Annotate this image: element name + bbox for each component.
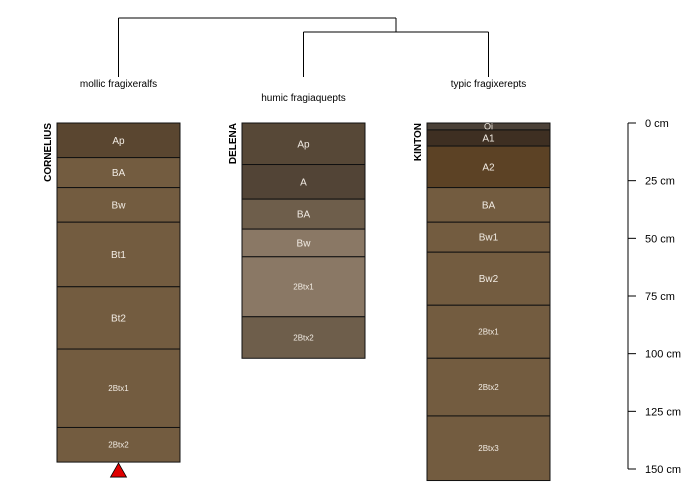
horizon xyxy=(56,221,181,288)
horizon xyxy=(241,316,366,359)
horizon xyxy=(426,187,551,223)
horizon xyxy=(426,357,551,417)
horizon xyxy=(426,251,551,306)
depth-tick-label: 50 cm xyxy=(645,233,675,245)
horizon xyxy=(241,256,366,318)
depth-tick-label: 150 cm xyxy=(645,464,681,476)
red-triangle-marker xyxy=(109,462,128,478)
horizon-label: BA xyxy=(482,200,496,211)
horizon-label: Bt1 xyxy=(111,250,126,261)
horizon xyxy=(56,286,181,350)
horizon-label: BA xyxy=(112,168,126,179)
horizon xyxy=(426,221,551,253)
profile-id-label: KINTON xyxy=(413,123,424,161)
horizon-label: 2Btx2 xyxy=(108,441,129,450)
dendrogram xyxy=(118,17,489,77)
subgroup-label: mollic fragixeralfs xyxy=(80,79,157,90)
horizon xyxy=(426,415,551,482)
horizon xyxy=(56,348,181,428)
horizon xyxy=(56,187,181,223)
horizon-label: Bt2 xyxy=(111,313,126,324)
depth-axis: 0 cm 25 cm 50 cm 75 cm 100 cm 125 cm 150 cm xyxy=(627,118,681,476)
depth-tick-label: 0 cm xyxy=(645,118,669,130)
horizon-label: 2Btx2 xyxy=(293,333,314,342)
horizon-label: Ap xyxy=(297,139,310,150)
horizon-label: 2Btx3 xyxy=(478,444,499,453)
depth-tick-label: 75 cm xyxy=(645,291,675,303)
horizon-label: A2 xyxy=(482,162,495,173)
horizon xyxy=(56,157,181,189)
depth-tick-label: 125 cm xyxy=(645,406,681,418)
horizon-label: Oi xyxy=(484,122,493,132)
horizon-label: Ap xyxy=(112,136,125,147)
horizon-label: Bw1 xyxy=(479,233,499,244)
subgroup-label: humic fragiaquepts xyxy=(261,93,346,104)
horizon xyxy=(241,228,366,258)
horizon xyxy=(426,145,551,189)
horizon xyxy=(241,198,366,230)
depth-tick-label: 25 cm xyxy=(645,176,675,188)
horizon-label: 2Btx1 xyxy=(293,283,314,292)
horizon-label: 2Btx2 xyxy=(478,383,499,392)
profile-id-label: CORNELIUS xyxy=(43,123,54,182)
profile-id-label: DELENA xyxy=(228,123,239,164)
horizon-label: 2Btx1 xyxy=(478,328,499,337)
horizon-label: A1 xyxy=(482,133,495,144)
horizon-label: Bw xyxy=(112,200,127,211)
horizon-label: A xyxy=(300,177,307,188)
horizon xyxy=(426,304,551,359)
horizon-label: Bw xyxy=(297,238,312,249)
horizon xyxy=(241,122,366,166)
horizon-label: BA xyxy=(297,210,311,221)
horizon-label: 2Btx1 xyxy=(108,384,129,393)
horizon xyxy=(56,426,181,463)
subgroup-label: typic fragixerepts xyxy=(451,79,527,90)
horizon-label: Bw2 xyxy=(479,274,499,285)
depth-tick-label: 100 cm xyxy=(645,349,681,361)
